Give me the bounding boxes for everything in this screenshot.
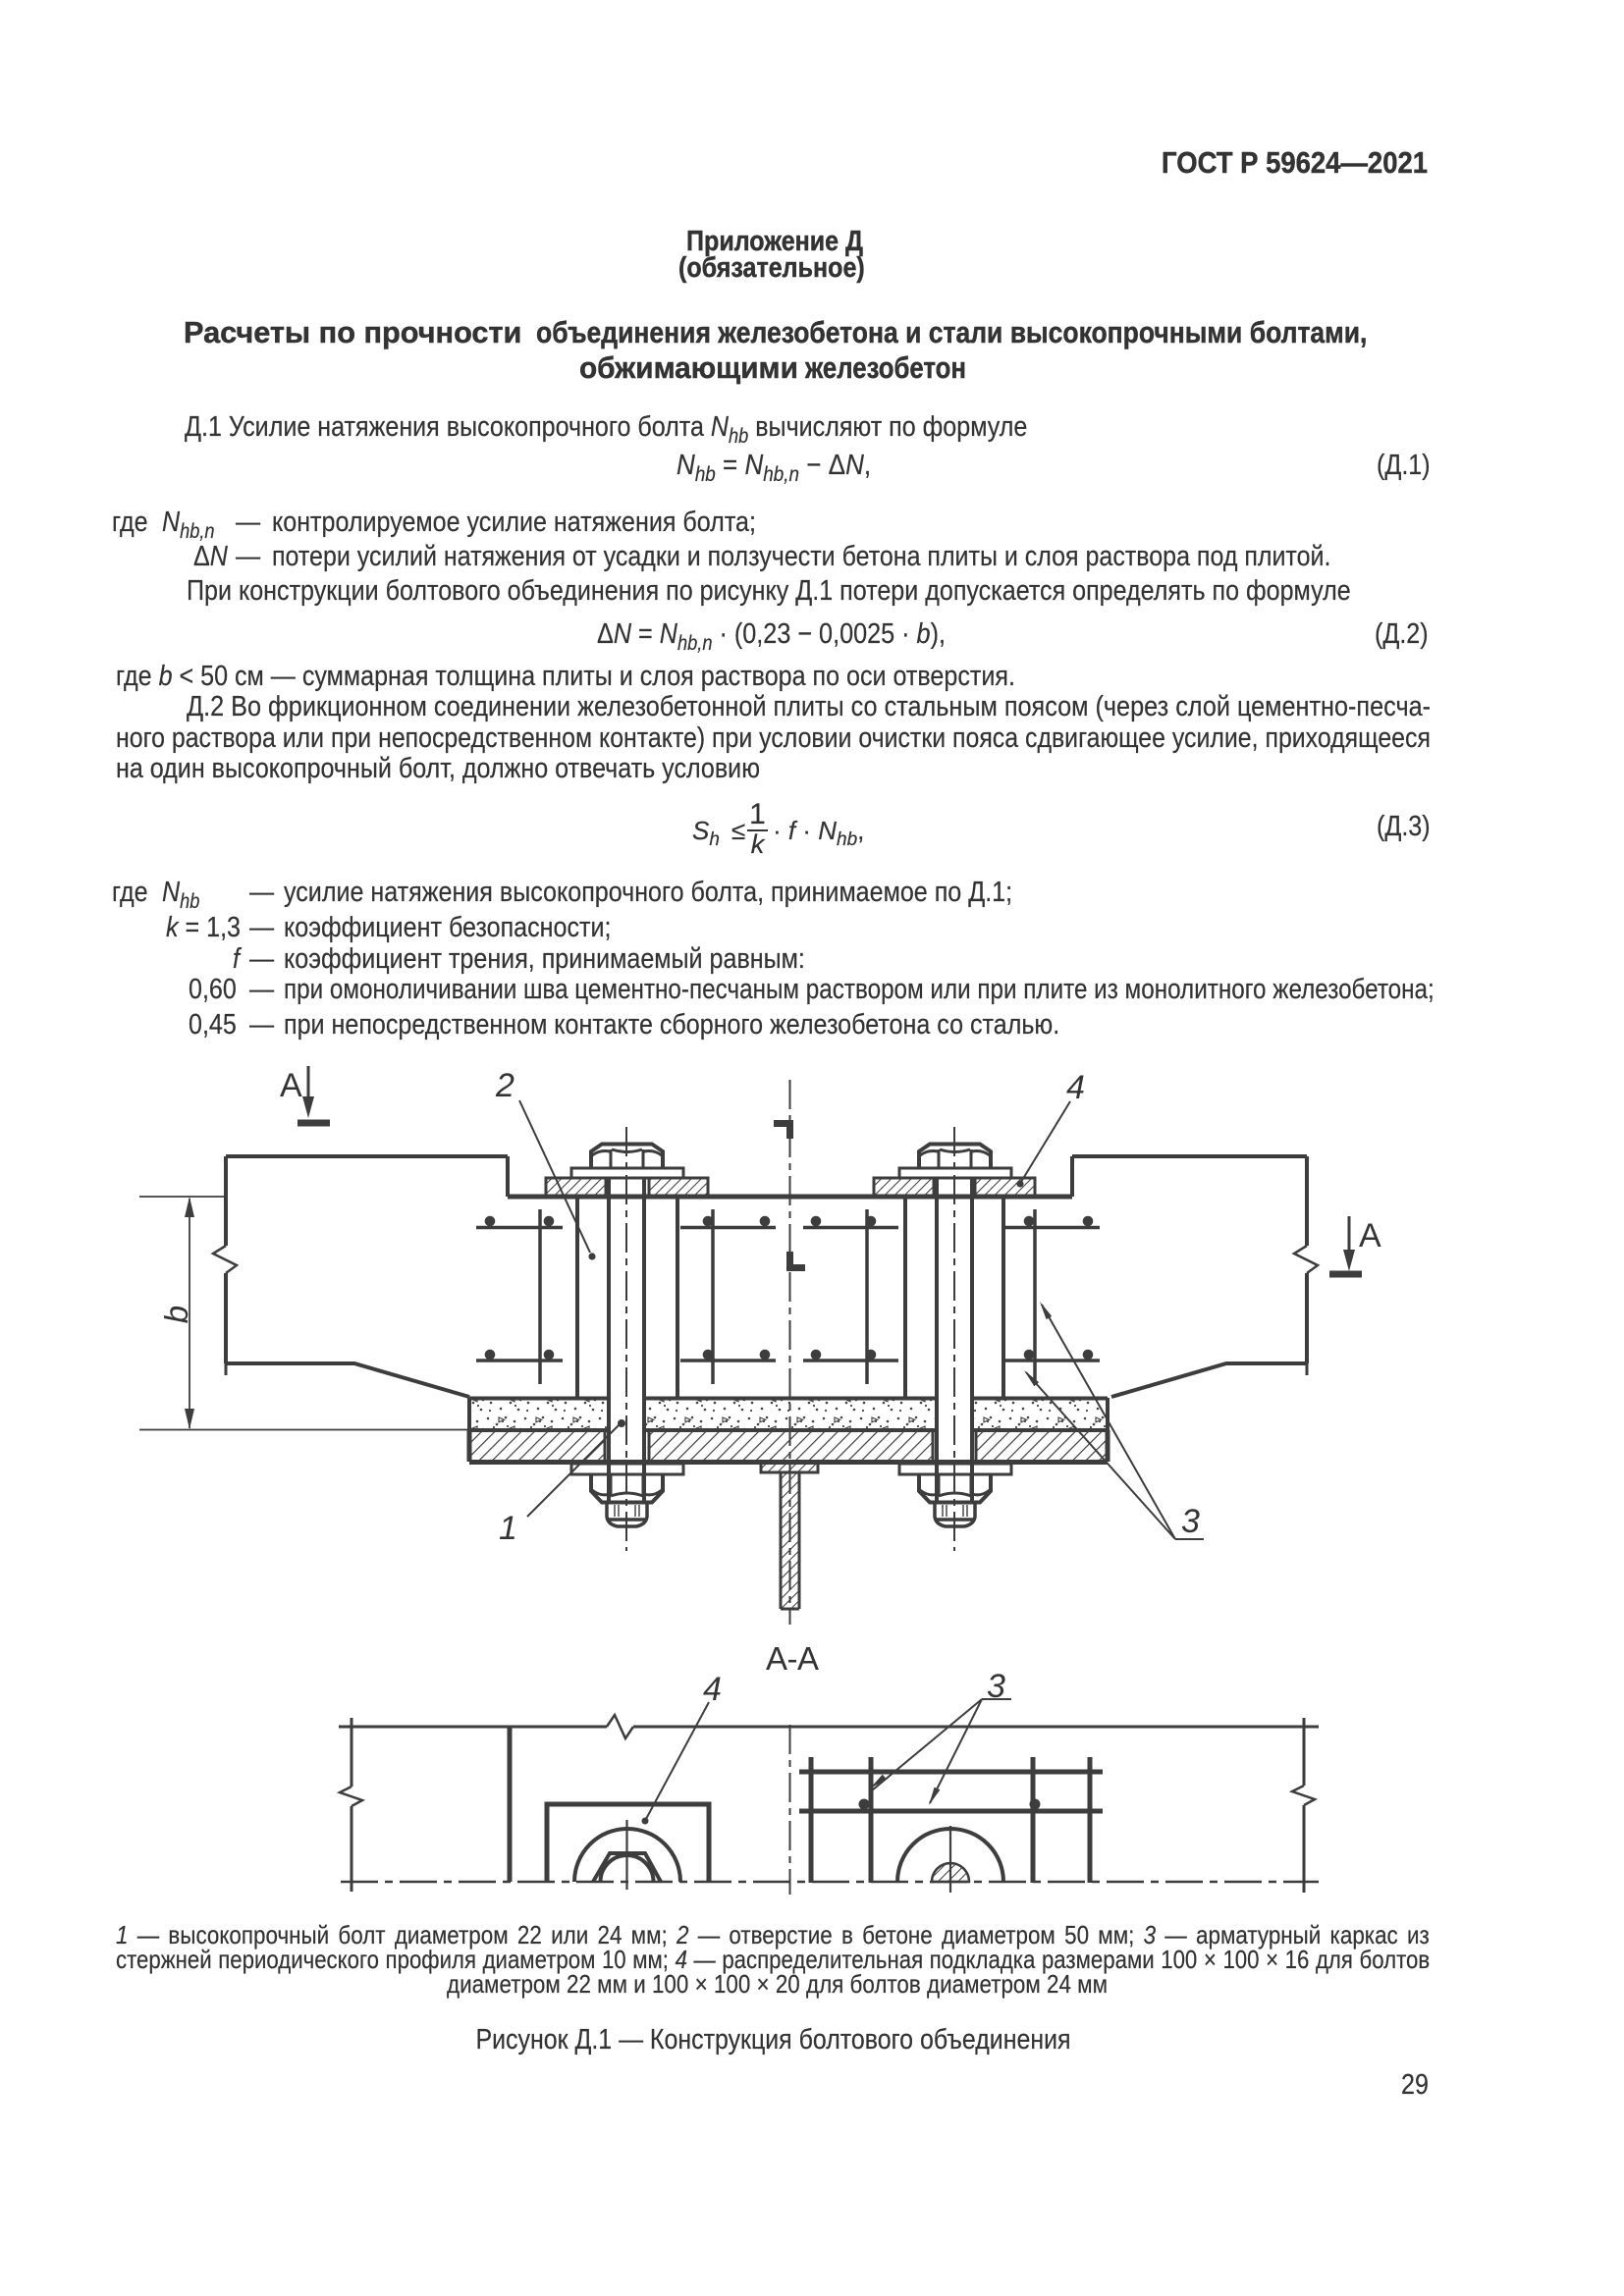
svg-text:3: 3 [987, 1668, 1005, 1705]
svg-text:А-А: А-А [766, 1640, 819, 1677]
svg-text:1: 1 [499, 1510, 517, 1547]
svg-text:A: A [1359, 1217, 1381, 1255]
svg-text:4: 4 [1066, 1069, 1085, 1106]
svg-text:4: 4 [703, 1671, 722, 1708]
svg-text:3: 3 [1181, 1503, 1200, 1540]
svg-text:2: 2 [495, 1067, 514, 1104]
svg-text:A: A [280, 1067, 302, 1104]
svg-text:b: b [158, 1306, 194, 1323]
